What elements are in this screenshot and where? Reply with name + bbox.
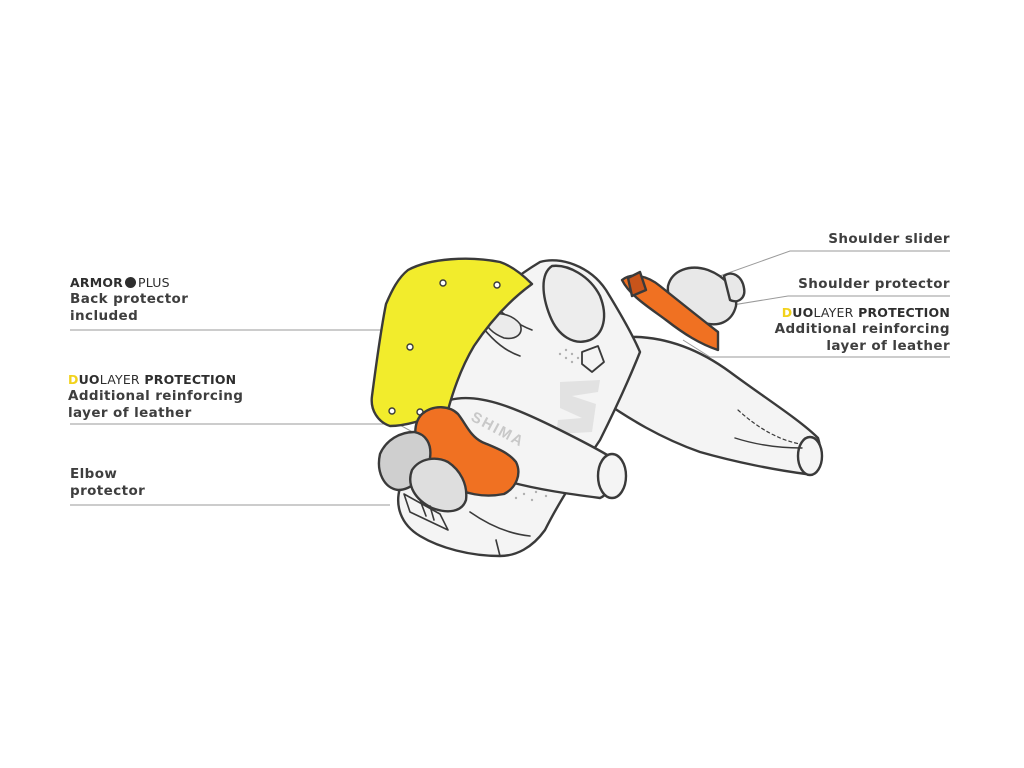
duolayer-left-label: DUOLAYER PROTECTION Additional reinforci… <box>68 371 243 422</box>
duolayer-left-brand-part3: PROTECTION <box>144 372 237 387</box>
duolayer-left-brand-part1: UO <box>78 372 100 387</box>
elbow-line2: protector <box>70 483 146 499</box>
duolayer-right-label: DUOLAYER PROTECTION Additional reinforci… <box>775 304 950 355</box>
s-logo <box>556 380 600 434</box>
duolayer-left-line2: layer of leather <box>68 405 192 421</box>
duolayer-right-brand-part3: PROTECTION <box>858 305 950 320</box>
back-protector <box>370 257 534 428</box>
elbow-line1: Elbow <box>70 466 118 482</box>
armor-plus-label: ARMOR PLUS Back protector included <box>70 274 188 325</box>
left-cuff <box>596 452 628 500</box>
duolayer-right-line2: layer of leather <box>826 338 950 354</box>
shoulder-protector-text: Shoulder protector <box>798 276 950 292</box>
shoulder-duolayer-panel <box>620 274 720 352</box>
shoulder-protector-label: Shoulder protector <box>798 276 950 293</box>
collar <box>542 264 606 343</box>
leader-line-duolayer-left <box>70 423 421 437</box>
leader-lines <box>70 250 950 506</box>
chest-logo <box>581 345 605 373</box>
armor-a-icon <box>125 277 136 288</box>
armor-plus-brand: ARMOR PLUS <box>70 274 188 291</box>
duolayer-right-brand-part1: UO <box>792 305 814 320</box>
elbow-protector-label: Elbow protector <box>70 466 145 500</box>
duolayer-right-brand-mark: D <box>781 305 793 320</box>
duolayer-right-line1: Additional reinforcing <box>774 321 950 337</box>
duolayer-left-brand-part2: LAYER <box>99 372 140 387</box>
armor-brand-part1: ARMOR <box>70 275 123 290</box>
duolayer-right-brand-part2: LAYER <box>813 305 854 320</box>
duolayer-left-brand-mark: D <box>68 372 79 387</box>
armor-brand-part2: PLUS <box>138 275 170 290</box>
back-protector-line1: Back protector <box>70 291 189 307</box>
shoulder-slider-label: Shoulder slider <box>828 231 950 248</box>
shoulder-slider-text: Shoulder slider <box>828 231 950 247</box>
right-cuff <box>796 435 824 477</box>
leader-line-shoulder-slider <box>699 250 950 284</box>
duolayer-left-line1: Additional reinforcing <box>68 388 244 404</box>
duolayer-left-brand: DUOLAYER PROTECTION <box>68 371 243 388</box>
back-protector-line2: included <box>70 308 139 324</box>
leader-line-duolayer-right <box>682 339 950 358</box>
duolayer-right-brand: DUOLAYER PROTECTION <box>775 304 950 321</box>
